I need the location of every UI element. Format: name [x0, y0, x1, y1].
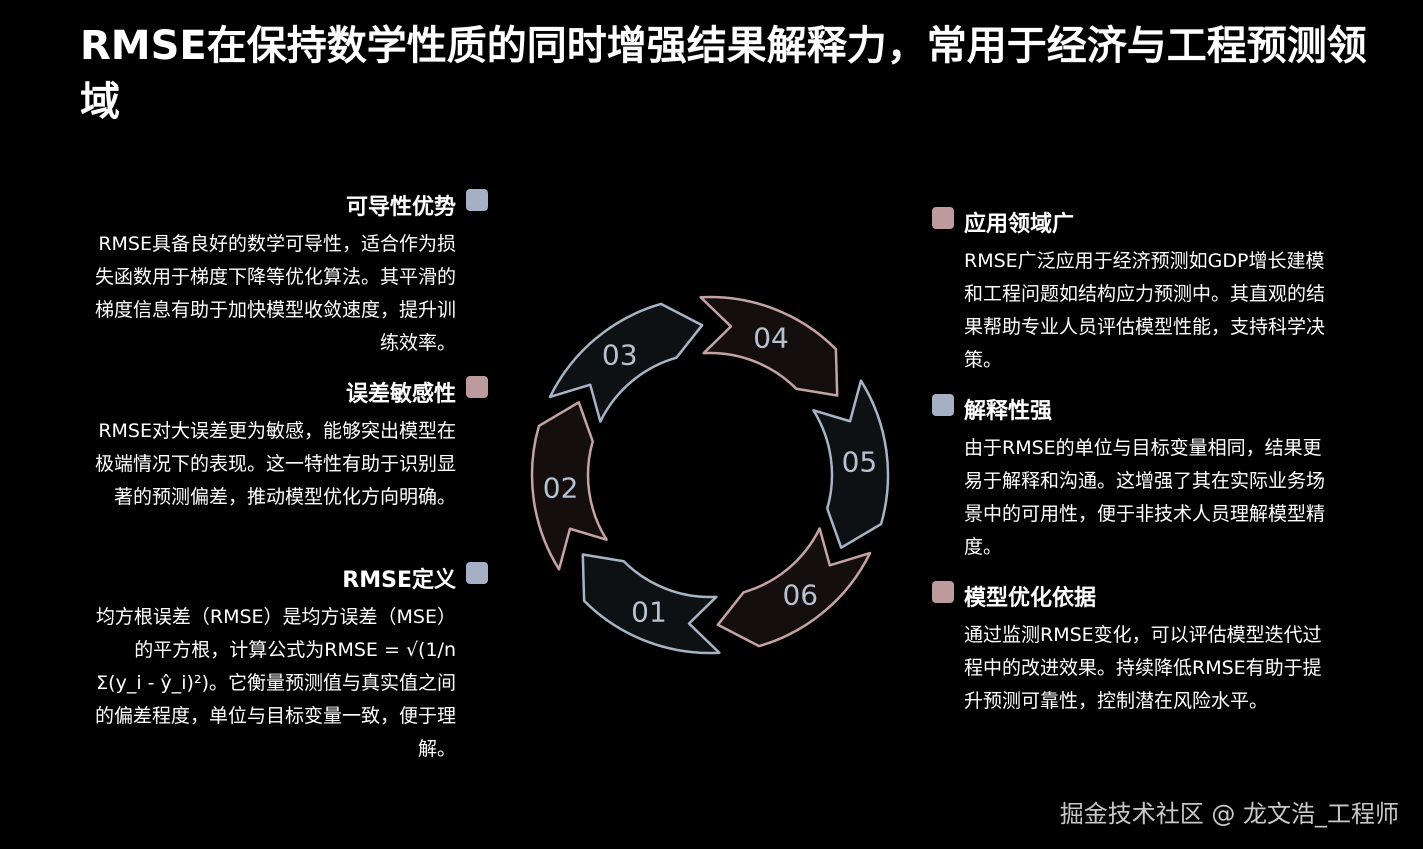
point-header: 解释性强 [932, 392, 1332, 426]
point-header: 误差敏感性 [90, 375, 488, 409]
cycle-segment-label: 01 [631, 596, 667, 629]
page-title: RMSE在保持数学性质的同时增强结果解释力，常用于经济与工程预测领域 [80, 23, 1367, 125]
point-heading: 可导性优势 [345, 195, 456, 220]
square-marker-icon [466, 376, 488, 398]
cycle-segment-label: 04 [753, 321, 789, 354]
point-error-sensitivity: 误差敏感性 RMSE对大误差更为敏感，能够突出模型在极端情况下的表现。这一特性有… [90, 375, 488, 514]
point-description: RMSE具备良好的数学可导性，适合作为损失函数用于梯度下降等优化算法。其平滑的梯… [94, 233, 456, 354]
point-description: 由于RMSE的单位与目标变量相同，结果更易于解释和沟通。这增强了其在实际业务场景… [964, 437, 1326, 558]
point-rmse-definition: RMSE定义 均方根误差（RMSE）是均方误差（MSE）的平方根，计算公式为RM… [90, 561, 488, 766]
point-header: 可导性优势 [90, 188, 488, 222]
point-header: 模型优化依据 [932, 579, 1332, 613]
point-description: RMSE广泛应用于经济预测如GDP增长建模和工程问题如结构应力预测中。其直观的结… [964, 250, 1326, 371]
point-wide-application: 应用领域广 RMSE广泛应用于经济预测如GDP增长建模和工程问题如结构应力预测中… [932, 205, 1332, 377]
square-marker-icon [932, 581, 954, 603]
square-marker-icon [932, 394, 954, 416]
square-marker-icon [466, 562, 488, 584]
point-heading: 解释性强 [964, 399, 1053, 424]
square-marker-icon [466, 189, 488, 211]
point-model-optimization: 模型优化依据 通过监测RMSE变化，可以评估模型迭代过程中的改进效果。持续降低R… [932, 579, 1332, 718]
point-heading: 模型优化依据 [964, 586, 1097, 611]
cycle-segment-label: 05 [842, 445, 878, 478]
point-heading: 误差敏感性 [345, 382, 456, 407]
cycle-segment-label: 06 [782, 578, 818, 611]
point-header: RMSE定义 [90, 561, 488, 595]
cycle-segment-01 [581, 553, 721, 655]
cycle-segment-05 [812, 379, 890, 549]
point-interpretability: 解释性强 由于RMSE的单位与目标变量相同，结果更易于解释和沟通。这增强了其在实… [932, 392, 1332, 564]
cycle-segment-02 [530, 401, 608, 571]
cycle-segment-03 [548, 302, 704, 423]
point-description: 通过监测RMSE变化，可以评估模型迭代过程中的改进效果。持续降低RMSE有助于提… [964, 624, 1322, 712]
cycle-diagram: 01 02 03 04 05 06 [530, 295, 890, 655]
cycle-segment-label: 03 [602, 339, 638, 372]
point-heading: 应用领域广 [964, 212, 1075, 237]
point-description: RMSE对大误差更为敏感，能够突出模型在极端情况下的表现。这一特性有助于识别显著… [94, 420, 456, 508]
square-marker-icon [932, 207, 954, 229]
cycle-segment-06 [716, 527, 872, 648]
point-differentiability: 可导性优势 RMSE具备良好的数学可导性，适合作为损失函数用于梯度下降等优化算法… [90, 188, 488, 360]
cycle-segment-04 [699, 295, 839, 397]
point-heading: RMSE定义 [342, 568, 456, 593]
cycle-segments: 01 02 03 04 05 06 [530, 295, 890, 655]
point-description: 均方根误差（RMSE）是均方误差（MSE）的平方根，计算公式为RMSE = √(… [94, 606, 456, 760]
point-header: 应用领域广 [932, 205, 1332, 239]
watermark: 掘金技术社区 @ 龙文浩_工程师 [1059, 800, 1399, 828]
cycle-segment-label: 02 [543, 472, 579, 505]
